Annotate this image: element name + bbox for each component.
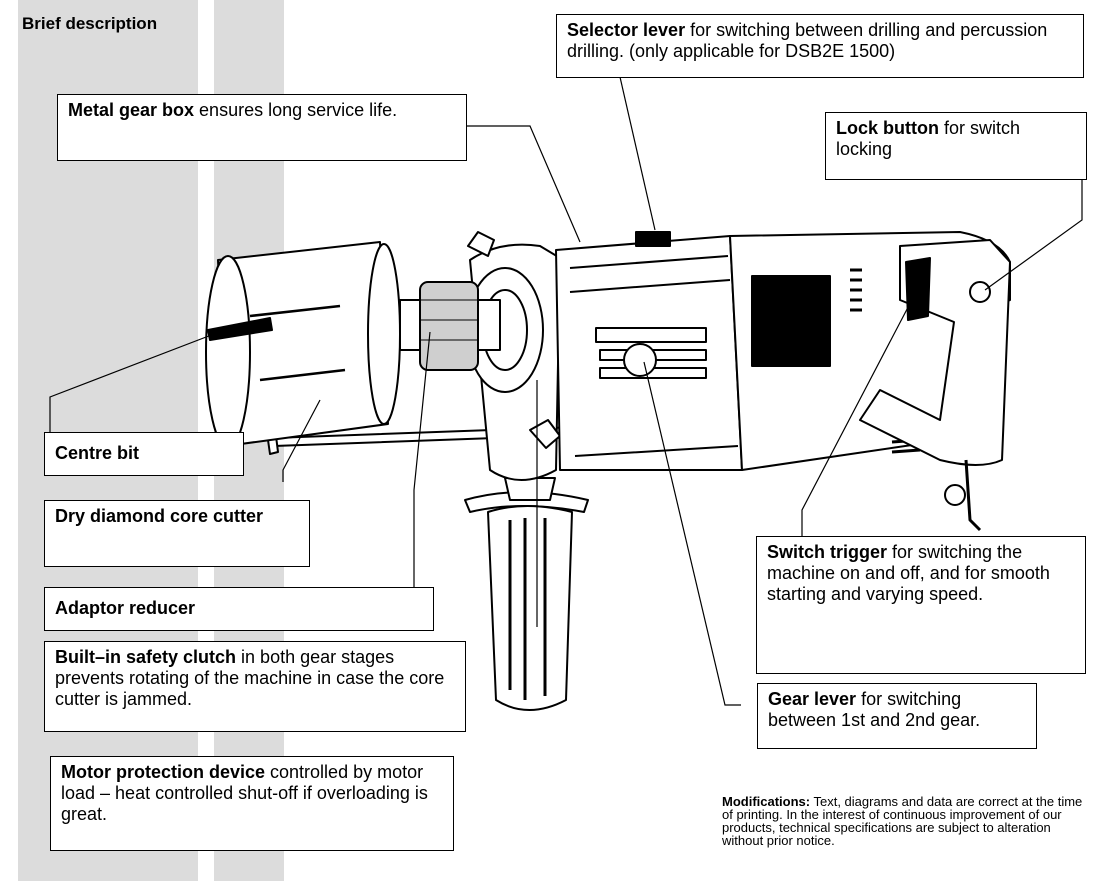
centre-bit-callout: Centre bit (44, 432, 244, 476)
leader-lock (984, 180, 1083, 291)
housing-ridge (569, 255, 739, 457)
modifications-note: Modifications: Text, diagrams and data a… (722, 795, 1092, 847)
lock-button-shape (969, 281, 991, 303)
switch-trigger-callout: Switch trigger for switching the machine… (756, 536, 1086, 674)
lock-button-label: Lock button (836, 118, 939, 138)
metal-gear-box-desc: ensures long service life. (194, 100, 398, 120)
selector-lever-knob (635, 231, 671, 247)
handle-grip (487, 505, 573, 711)
switch-trigger-label: Switch trigger (767, 542, 888, 562)
centre-bit-tip (207, 317, 273, 341)
collar-wing-nut (467, 231, 495, 257)
leader-switch (801, 291, 917, 536)
lock-button-desc: for switch locking (836, 118, 1021, 159)
leader-adaptor (413, 331, 431, 587)
metal-gear-box-label: Metal gear box (68, 100, 195, 120)
motor-label-plate (751, 275, 831, 367)
handle-neck (504, 477, 556, 501)
leader-selector (619, 76, 656, 231)
handle-flange (464, 491, 589, 513)
selector-lever-desc: for switching between drilling and percu… (567, 20, 1048, 61)
power-cable (964, 459, 982, 532)
core-cutter-label: Dry diamond core cutter (55, 506, 264, 526)
motor-protection-callout: Motor protection device controlled by mo… (50, 756, 454, 851)
adaptor-reducer-label: Adaptor reducer (55, 598, 196, 618)
adaptor-reducer-callout: Adaptor reducer (44, 587, 434, 631)
switch-trigger-desc: for switching the machine on and off, an… (767, 542, 1050, 604)
motor-protection-label: Motor protection device (61, 762, 266, 782)
leader-centre-bit (49, 323, 241, 432)
centre-bit-label: Centre bit (55, 443, 140, 463)
core-cutter-callout: Dry diamond core cutter (44, 500, 310, 567)
gear-lever-slot (595, 327, 707, 343)
selector-lever-label: Selector lever (567, 20, 686, 40)
leader-gear-lever (643, 361, 741, 706)
motor-protection-desc: controlled by motor load – heat controll… (61, 762, 428, 824)
modifications-text: Text, diagrams and data are correct at t… (722, 794, 1083, 848)
gear-lever-knob (623, 343, 657, 377)
gear-lever-label: Gear lever (768, 689, 857, 709)
switch-trigger-shape (905, 257, 931, 321)
leader-metal-gear (466, 125, 581, 243)
safety-clutch-callout: Built–in safety clutch in both gear stag… (44, 641, 466, 732)
lock-button-callout: Lock button for switch locking (825, 112, 1087, 180)
leader-core-cutter (282, 399, 321, 482)
safety-clutch-desc: in both gear stages prevents rotating of… (55, 647, 445, 709)
gear-lever-desc: for switching between 1st and 2nd gear. (768, 689, 981, 730)
core-cutter-mouth (205, 255, 251, 449)
section-title: Brief description (22, 14, 158, 33)
selector-lever-callout: Selector lever for switching between dri… (556, 14, 1084, 78)
modifications-label: Modifications: (722, 794, 811, 809)
safety-clutch-label: Built–in safety clutch (55, 647, 237, 667)
metal-gear-box-callout: Metal gear box ensures long service life… (57, 94, 467, 161)
adaptor-knurl (419, 281, 479, 371)
gear-lever-callout: Gear lever for switching between 1st and… (757, 683, 1037, 749)
